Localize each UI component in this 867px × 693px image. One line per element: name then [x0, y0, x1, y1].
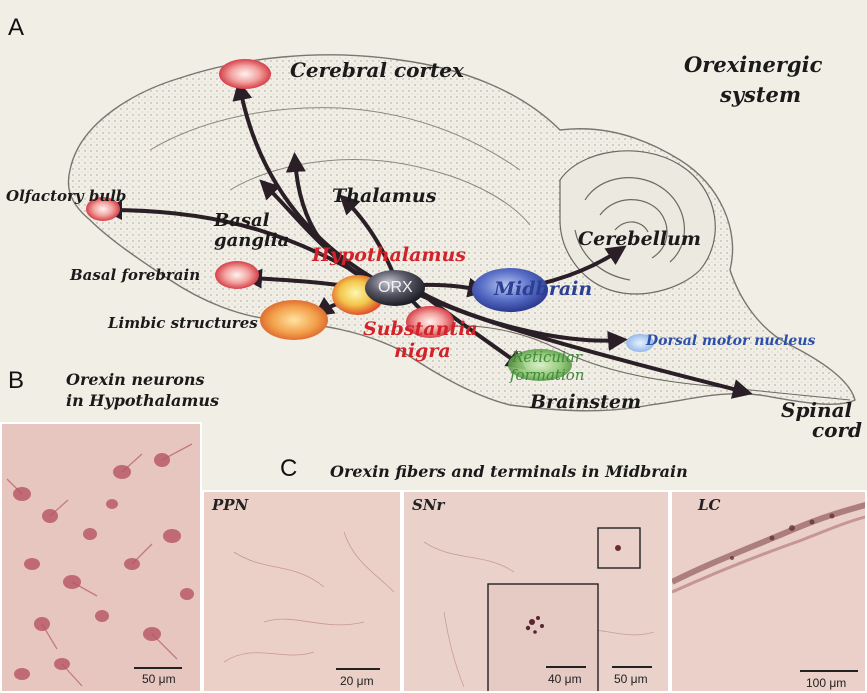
panel-c-letter: C [280, 455, 297, 483]
panel-c-ppn: PPN 20 μm [202, 490, 402, 693]
panel-c-ppn-label: PPN [212, 496, 248, 514]
limbic-structures-node [260, 300, 328, 340]
label-basal-ganglia-1: Basal [214, 210, 270, 231]
brain-outline [68, 55, 855, 411]
snr-stain-image [404, 492, 670, 693]
panel-c-lc-scale-label: 100 μm [806, 676, 846, 690]
panel-c-snr: SNr 40 μm 50 μm [402, 490, 670, 693]
label-cerebellum: Cerebellum [578, 228, 701, 250]
label-reticular-1: Reticular [512, 348, 582, 366]
panel-c-title: Orexin fibers and terminals in Midbrain [330, 462, 688, 481]
panel-a-letter: A [8, 14, 24, 42]
panel-c-snr-inset-scale-label: 40 μm [548, 672, 582, 686]
label-substantia-1: Substantia [363, 318, 478, 340]
label-midbrain: Midbrain [494, 278, 592, 300]
panel-b-title-line1: Orexin neurons [66, 370, 205, 389]
panel-b-scalebar [134, 667, 182, 669]
panel-c-snr-label: SNr [412, 496, 444, 514]
panel-c-lc-scalebar [800, 670, 858, 672]
panel-c-snr-scalebar [612, 666, 652, 668]
panel-b-micrograph: 50 μm [0, 422, 202, 693]
cerebral-cortex-node [219, 59, 271, 89]
label-substantia-2: nigra [394, 340, 451, 362]
label-spinal-2: cord [812, 418, 862, 442]
panel-c-snr-inset-scalebar [546, 666, 586, 668]
label-limbic-structures: Limbic structures [108, 314, 258, 332]
panel-c-ppn-scalebar [336, 668, 380, 670]
ppn-stain-image [204, 492, 402, 693]
label-dorsal-motor-nucleus: Dorsal motor nucleus [646, 333, 815, 349]
label-basal-ganglia-2: ganglia [214, 230, 289, 251]
panel-c-lc: LC 100 μm [670, 490, 867, 693]
lc-stain-image [672, 492, 867, 693]
panel-c-snr-scale-label: 50 μm [614, 672, 648, 686]
panel-b-title-line2: in Hypothalamus [66, 391, 219, 410]
neuron-stain-image [2, 424, 202, 693]
system-title-line1: Orexinergic [684, 52, 822, 77]
panel-b-scale-label: 50 μm [142, 672, 176, 686]
label-hypothalamus: Hypothalamus [312, 244, 466, 266]
panel-c-ppn-scale-label: 20 μm [340, 674, 374, 688]
system-title-line2: system [720, 82, 801, 107]
label-brainstem: Brainstem [530, 391, 641, 413]
label-olfactory-bulb: Olfactory bulb [6, 187, 126, 205]
label-orx: ORX [378, 279, 413, 297]
label-basal-forebrain: Basal forebrain [70, 266, 200, 284]
basal-forebrain-node [215, 261, 259, 289]
panel-b-letter: B [8, 367, 24, 395]
label-cerebral-cortex: Cerebral cortex [290, 58, 464, 82]
panel-c-lc-label: LC [698, 496, 721, 514]
label-reticular-2: formation [510, 366, 584, 384]
label-thalamus: Thalamus [332, 185, 436, 207]
